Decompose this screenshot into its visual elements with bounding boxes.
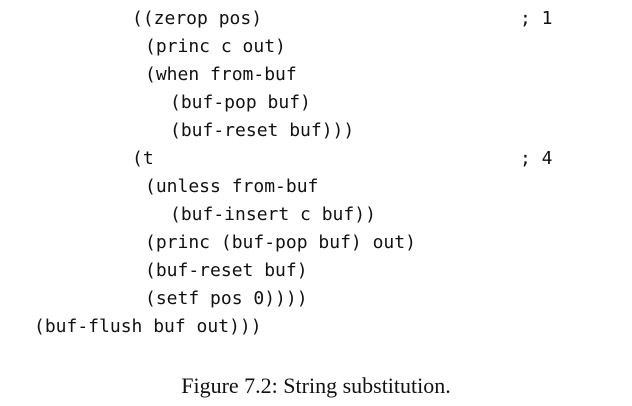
code-line-3: (when from-buf xyxy=(145,64,297,85)
code-line-2: (princ c out) xyxy=(145,36,286,57)
code-line-10: (buf-reset buf) xyxy=(145,260,308,281)
code-line-8: (buf-insert c buf)) xyxy=(170,204,376,225)
comment-2: ; 4 xyxy=(520,148,553,169)
code-line-4: (buf-pop buf) xyxy=(170,92,311,113)
code-line-5: (buf-reset buf))) xyxy=(170,120,355,141)
code-line-1: ((zerop pos) xyxy=(132,8,263,29)
code-line-9: (princ (buf-pop buf) out) xyxy=(145,232,416,253)
code-line-6: (t xyxy=(132,148,154,169)
code-line-12: (buf-flush buf out))) xyxy=(34,316,262,337)
cut-off-top-text: """"" xyxy=(455,0,509,10)
code-line-11: (setf pos 0)))) xyxy=(145,288,308,309)
comment-1: ; 1 xyxy=(520,8,553,29)
figure-caption: Figure 7.2: String substitution. xyxy=(181,373,451,398)
code-listing: """"" ((zerop pos) ; 1 (princ c out) (wh… xyxy=(34,0,553,337)
code-line-7: (unless from-buf xyxy=(145,176,319,197)
